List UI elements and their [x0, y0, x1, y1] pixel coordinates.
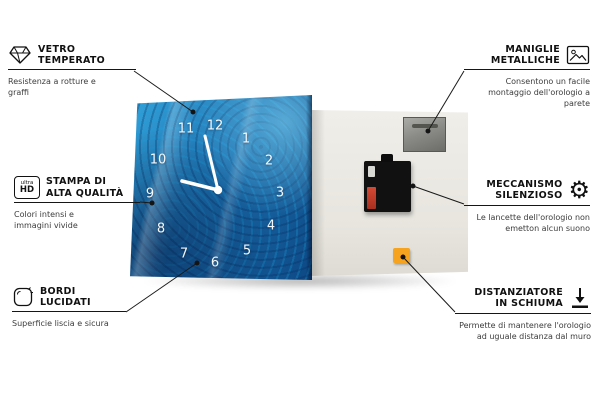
metal-hanging-plate: [403, 117, 446, 152]
clock-number-12: 12: [206, 118, 224, 134]
mechanism-battery: [367, 187, 376, 209]
diamond-icon: [8, 45, 32, 65]
clock-number-3: 3: [275, 185, 285, 201]
callout-subtitle: Resistenza a rotture e graffi: [8, 77, 96, 98]
callout-header: MECCANISMO SILENZIOSO ⚙: [464, 178, 590, 206]
ultra-hd-icon: ultra HD: [14, 176, 40, 199]
callout-title: MECCANISMO SILENZIOSO: [486, 178, 563, 201]
callout-subtitle: Colori intensi e immagini vivide: [14, 210, 78, 230]
callout-distanziatore-schiuma: DISTANZIATORE IN SCHIUMA Permette di man…: [455, 286, 591, 343]
callout-maniglie-metalliche: MANIGLIE METALLICHE Consentono un facile…: [464, 44, 590, 110]
callout-header: BORDI LUCIDATI: [12, 286, 126, 313]
callout-header: DISTANZIATORE IN SCHIUMA: [455, 286, 591, 314]
clock-number-10: 10: [149, 152, 167, 168]
callout-title: STAMPA DI ALTA QUALITÀ: [46, 176, 124, 199]
clock-number-2: 2: [264, 153, 274, 169]
callout-title: DISTANZIATORE IN SCHIUMA: [474, 286, 563, 309]
callout-header: VETRO TEMPERATO: [8, 44, 136, 71]
clock-number-9: 9: [145, 186, 155, 202]
clock-number-8: 8: [156, 221, 166, 237]
clock-number-5: 5: [242, 243, 252, 259]
callout-title: VETRO TEMPERATO: [38, 44, 106, 67]
clock-mechanism: [364, 154, 411, 212]
callout-subtitle: Superficie liscia e sicura: [12, 319, 109, 329]
picture-frame-icon: [566, 45, 590, 65]
callout-header: ultra HD STAMPA DI ALTA QUALITÀ: [14, 176, 140, 203]
gear-icon: ⚙: [568, 176, 590, 204]
callout-bordi-lucidati: BORDI LUCIDATI Superficie liscia e sicur…: [12, 286, 126, 330]
callout-title: BORDI LUCIDATI: [40, 286, 91, 309]
callout-meccanismo-silenzioso: MECCANISMO SILENZIOSO ⚙ Le lancette dell…: [464, 178, 590, 235]
callout-subtitle: Consentono un facile montaggio dell'orol…: [488, 77, 590, 108]
polished-edge-icon: [12, 286, 34, 308]
foam-spacer: [393, 248, 410, 263]
clock-hands: [180, 134, 223, 195]
clock-number-11: 11: [177, 121, 195, 137]
clock-number-7: 7: [179, 246, 189, 262]
callout-subtitle: Permette di mantenere l'orologio ad ugua…: [459, 321, 591, 341]
glass-side-edge: [306, 95, 312, 280]
clock-number-6: 6: [210, 255, 220, 271]
callout-title: MANIGLIE METALLICHE: [490, 44, 560, 67]
panel-edge-shade: [311, 110, 325, 276]
callout-stampa-alta-qualita: ultra HD STAMPA DI ALTA QUALITÀ Colori i…: [14, 176, 140, 232]
clock-back-panel: [311, 110, 468, 276]
callout-header: MANIGLIE METALLICHE: [464, 44, 590, 71]
callout-vetro-temperato: VETRO TEMPERATO Resistenza a rotture e g…: [8, 44, 136, 99]
mechanism-label: [368, 166, 375, 177]
clock-number-1: 1: [241, 131, 251, 147]
clock-front-panel: 12 1 2 3 4 5 6 7 8 9 10 11: [130, 95, 312, 280]
mechanism-hanger: [381, 154, 393, 162]
spacer-icon: [569, 286, 591, 310]
callout-subtitle: Le lancette dell'orologio non emetton al…: [476, 213, 590, 233]
clock-number-4: 4: [266, 218, 276, 234]
